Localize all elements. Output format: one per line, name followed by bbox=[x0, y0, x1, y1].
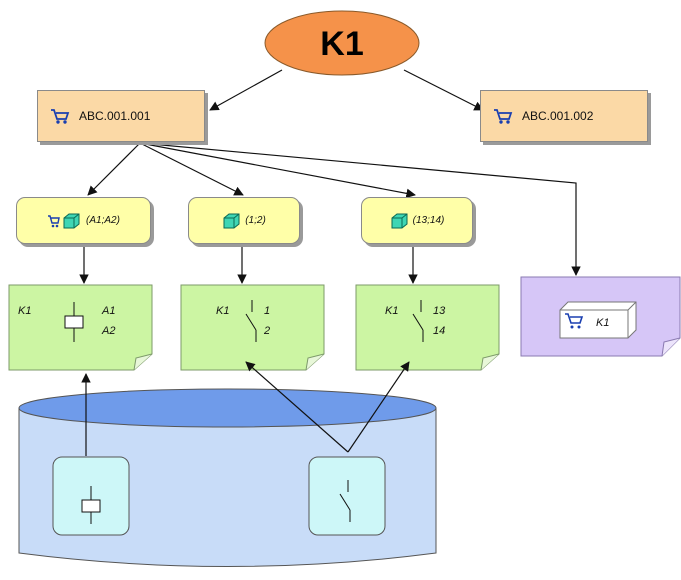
symbol-sheet-3[interactable]: K1 13 14 bbox=[355, 284, 505, 374]
cube-icon bbox=[391, 213, 408, 228]
cart-component-icon bbox=[559, 301, 637, 339]
arrow-part1-to-component bbox=[139, 142, 581, 276]
symbol-tag-1: K1 bbox=[18, 305, 31, 317]
component-sheet[interactable]: K1 bbox=[520, 276, 681, 366]
pin-group-3[interactable]: (13;14) bbox=[361, 197, 473, 244]
contact-symbol-icon bbox=[339, 480, 351, 522]
symbol-pin-2b: 2 bbox=[263, 325, 270, 337]
part-node-2[interactable]: ABC.001.002 bbox=[480, 90, 648, 142]
cart-cube-icon bbox=[48, 213, 80, 228]
pin-group-1[interactable]: (A1;A2) bbox=[16, 197, 151, 244]
pin-group-label-1: (A1;A2) bbox=[86, 215, 120, 226]
part-node-1[interactable]: ABC.001.001 bbox=[37, 90, 205, 142]
symbol-pin-1b: A2 bbox=[101, 325, 115, 337]
arrow-root-to-part2 bbox=[403, 69, 484, 111]
symbol-pin-3b: 14 bbox=[433, 325, 445, 337]
library-tile-contact[interactable] bbox=[308, 456, 388, 538]
library-tile-coil[interactable] bbox=[52, 456, 132, 538]
contact-symbol-icon bbox=[245, 300, 257, 342]
cart-icon bbox=[494, 109, 513, 124]
cube-icon bbox=[223, 213, 240, 228]
contact-symbol-icon bbox=[412, 300, 424, 342]
arrow-part1-to-pin1 bbox=[87, 142, 141, 196]
symbol-sheet-1[interactable]: K1 A1 A2 bbox=[8, 284, 158, 374]
symbol-pin-2a: 1 bbox=[264, 305, 270, 317]
symbol-tag-3: K1 bbox=[385, 305, 398, 317]
root-node[interactable]: K1 bbox=[262, 8, 422, 78]
symbol-tag-2: K1 bbox=[216, 305, 229, 317]
symbol-pin-3a: 13 bbox=[433, 305, 446, 317]
arrow-part1-to-pin3 bbox=[139, 142, 416, 199]
root-label: K1 bbox=[320, 25, 363, 63]
part-label-1: ABC.001.001 bbox=[79, 109, 151, 123]
coil-symbol-icon bbox=[81, 486, 101, 524]
symbol-pin-1a: A1 bbox=[101, 305, 115, 317]
coil-symbol-icon bbox=[64, 302, 84, 342]
pin-group-2[interactable]: (1;2) bbox=[188, 197, 300, 244]
cart-icon bbox=[51, 109, 70, 124]
component-tag: K1 bbox=[596, 317, 609, 329]
arrow-root-to-part1 bbox=[209, 69, 283, 111]
pin-group-label-3: (13;14) bbox=[412, 215, 445, 226]
symbol-sheet-2[interactable]: K1 1 2 bbox=[180, 284, 330, 374]
arrow-part1-to-pin2 bbox=[139, 142, 244, 196]
part-label-2: ABC.001.002 bbox=[522, 109, 594, 123]
pin-group-label-2: (1;2) bbox=[245, 215, 266, 226]
